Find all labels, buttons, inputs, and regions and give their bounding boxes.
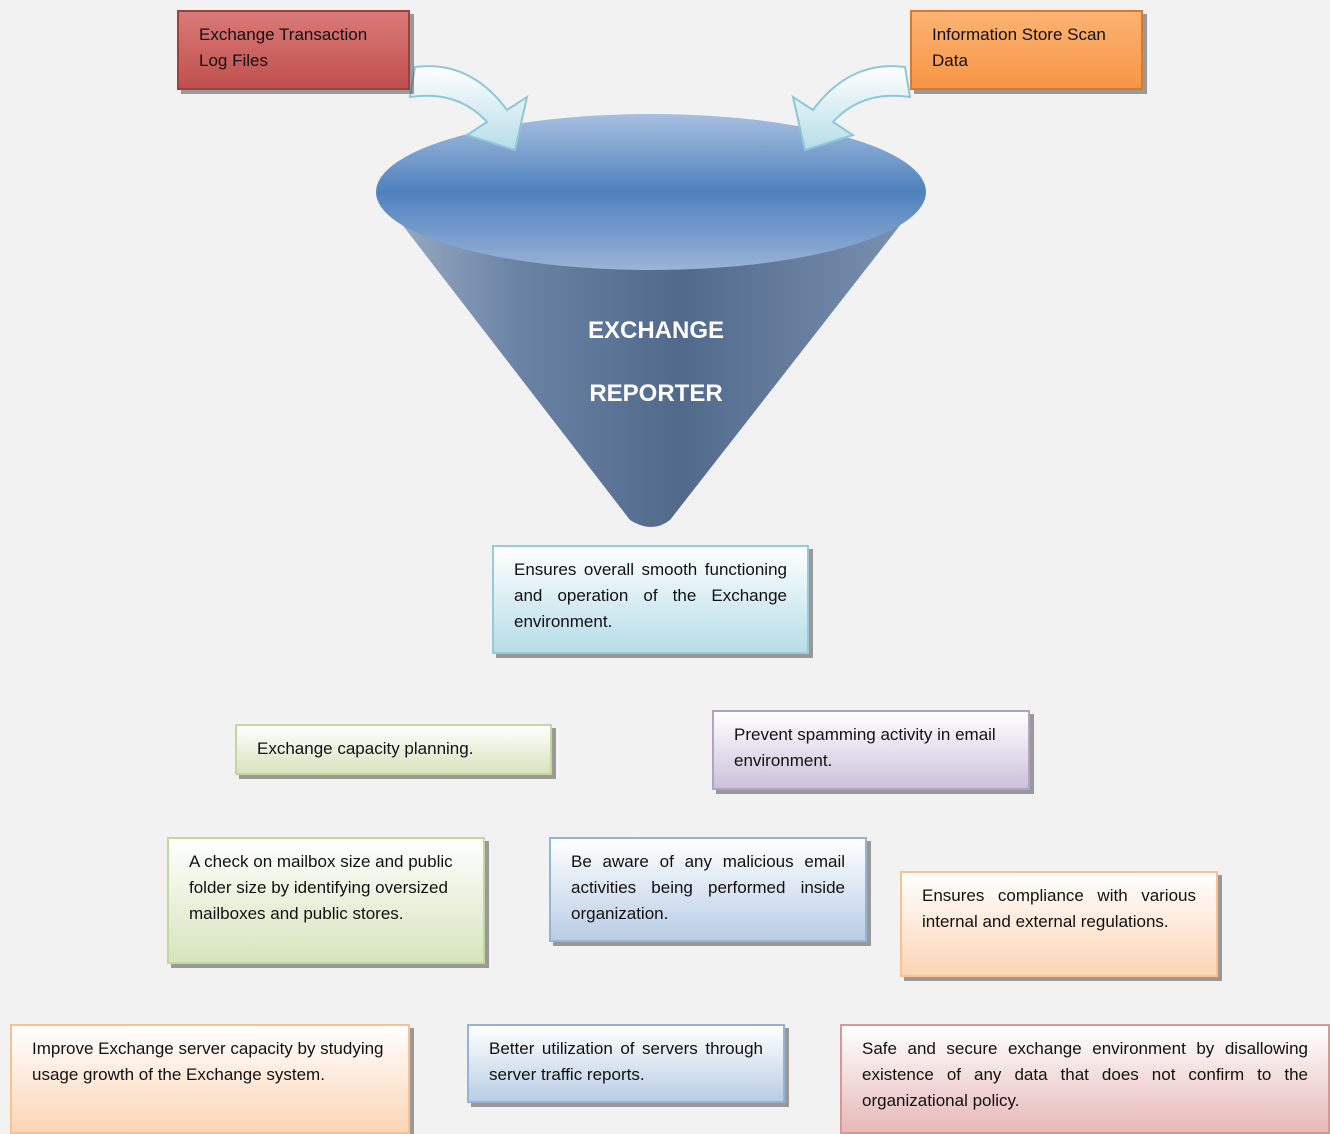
- secure-environment-box: Safe and secure exchange environment by …: [840, 1024, 1330, 1134]
- prevent-spamming-box: Prevent spamming activity in email envir…: [712, 710, 1030, 790]
- capacity-planning-box: Exchange capacity planning.: [235, 724, 552, 775]
- mailbox-check-box: A check on mailbox size and public folde…: [167, 837, 485, 964]
- store-scan-input-box: Information Store Scan Data: [910, 10, 1143, 90]
- compliance-box: Ensures compliance with various internal…: [900, 871, 1218, 977]
- funnel-diagram: [376, 65, 926, 527]
- funnel-title-line-1: EXCHANGE: [587, 317, 725, 344]
- malicious-awareness-box: Be aware of any malicious email activiti…: [549, 837, 867, 942]
- funnel-cone: [377, 192, 926, 527]
- funnel-top: [376, 114, 926, 270]
- log-files-input-box: Exchange Transaction Log Files: [177, 10, 410, 90]
- server-capacity-box: Improve Exchange server capacity by stud…: [10, 1024, 410, 1134]
- right-curved-arrow: [791, 65, 912, 152]
- smooth-functioning-box: Ensures overall smooth functioning and o…: [492, 545, 809, 654]
- server-utilization-box: Better utilization of servers through se…: [467, 1024, 785, 1103]
- funnel-title-line-2: REPORTER: [589, 380, 723, 407]
- left-curved-arrow: [408, 65, 529, 152]
